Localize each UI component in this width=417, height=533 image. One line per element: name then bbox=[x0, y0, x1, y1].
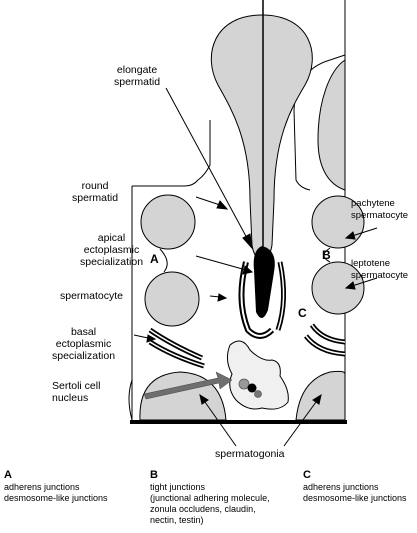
label-elongate-spermatid: elongate spermatid bbox=[114, 64, 161, 88]
nucleolus-black bbox=[247, 383, 257, 393]
leader-pachytene bbox=[351, 227, 378, 237]
leader-spermatogonia-left-head bbox=[199, 393, 209, 405]
junction-b-shape bbox=[323, 247, 331, 263]
leader-elongate-spermatid-head bbox=[242, 233, 253, 250]
apical-es-band-1-inner bbox=[240, 261, 273, 337]
leader-basal-es-head bbox=[146, 334, 157, 343]
sertoli-nucleus-arrow bbox=[143, 371, 233, 400]
basal-es-band-left-inner bbox=[149, 329, 203, 359]
nucleolus-gray bbox=[238, 378, 250, 390]
label-sertoli-nucleus: Sertoli cell nucleus bbox=[52, 380, 101, 404]
leader-pachytene-head bbox=[344, 231, 356, 240]
leader-elongate-spermatid bbox=[165, 87, 249, 241]
legend-c-text: adherens junctions desmosome-like juncti… bbox=[303, 482, 407, 503]
leader-round-spermatid bbox=[195, 196, 221, 206]
leader-spermatocyte-head bbox=[217, 293, 228, 302]
spermatocyte-cell bbox=[144, 271, 200, 327]
legend-a-letter: A bbox=[4, 469, 12, 481]
legend-a: A adherens junctions desmosome-like junc… bbox=[4, 470, 124, 504]
leader-apical-es bbox=[195, 255, 247, 271]
sertoli-nucleus-shape bbox=[226, 340, 289, 410]
leader-apical-es-head bbox=[242, 265, 254, 275]
letter-a: A bbox=[150, 252, 159, 266]
legend-c: C adherens junctions desmosome-like junc… bbox=[303, 470, 417, 504]
leader-spermatogonia-right bbox=[283, 401, 317, 447]
label-spermatogonia: spermatogonia bbox=[215, 448, 285, 460]
legend-c-letter: C bbox=[303, 469, 311, 481]
basal-es-band-right-inner bbox=[311, 324, 346, 343]
leader-basal-es bbox=[133, 334, 149, 339]
letter-b: B bbox=[322, 248, 331, 262]
leader-spermatogonia-left bbox=[204, 401, 237, 447]
apical-es-band-2-inner bbox=[277, 261, 285, 331]
label-pachytene: pachytene spermatocyte bbox=[351, 198, 409, 221]
nucleolus-gray-2 bbox=[254, 390, 262, 398]
letter-c: C bbox=[298, 306, 307, 320]
label-spermatocyte: spermatocyte bbox=[60, 290, 124, 302]
leader-spermatogonia-right-head bbox=[312, 393, 322, 405]
leader-leptotene bbox=[351, 277, 378, 287]
basal-es-band-right-2-inner bbox=[305, 335, 346, 355]
label-basal-es: basal ectoplasmic specialization bbox=[52, 326, 116, 362]
legend-a-text: adherens junctions desmosome-like juncti… bbox=[4, 482, 108, 503]
elongate-spermatid-cell bbox=[210, 14, 313, 263]
leptotene-spermatocyte-cell bbox=[311, 261, 365, 315]
legend-b-letter: B bbox=[150, 469, 158, 481]
legend-b-text: tight junctions (junctional adhering mol… bbox=[150, 482, 270, 525]
spermatid-nucleus bbox=[253, 246, 275, 319]
leader-leptotene-head bbox=[344, 281, 356, 290]
leader-round-spermatid-head bbox=[216, 200, 229, 210]
round-spermatid-cell bbox=[140, 194, 196, 250]
sertoli-cell-outline-right bbox=[293, 54, 346, 191]
right-spermatid-cell bbox=[317, 59, 346, 191]
label-leptotene: leptotene spermatocyte bbox=[351, 258, 409, 281]
junction-a-shape bbox=[159, 248, 168, 273]
basal-es-band-left-2-inner bbox=[149, 341, 205, 367]
basal-es-band-right bbox=[309, 323, 346, 345]
legend-b: B tight junctions (junctional adhering m… bbox=[150, 470, 290, 526]
basement-membrane bbox=[130, 420, 347, 424]
label-apical-es: apical ectoplasmic specialization bbox=[80, 232, 144, 268]
label-round-spermatid: round spermatid bbox=[72, 180, 119, 204]
spermatogonium-left-edge bbox=[128, 379, 133, 421]
